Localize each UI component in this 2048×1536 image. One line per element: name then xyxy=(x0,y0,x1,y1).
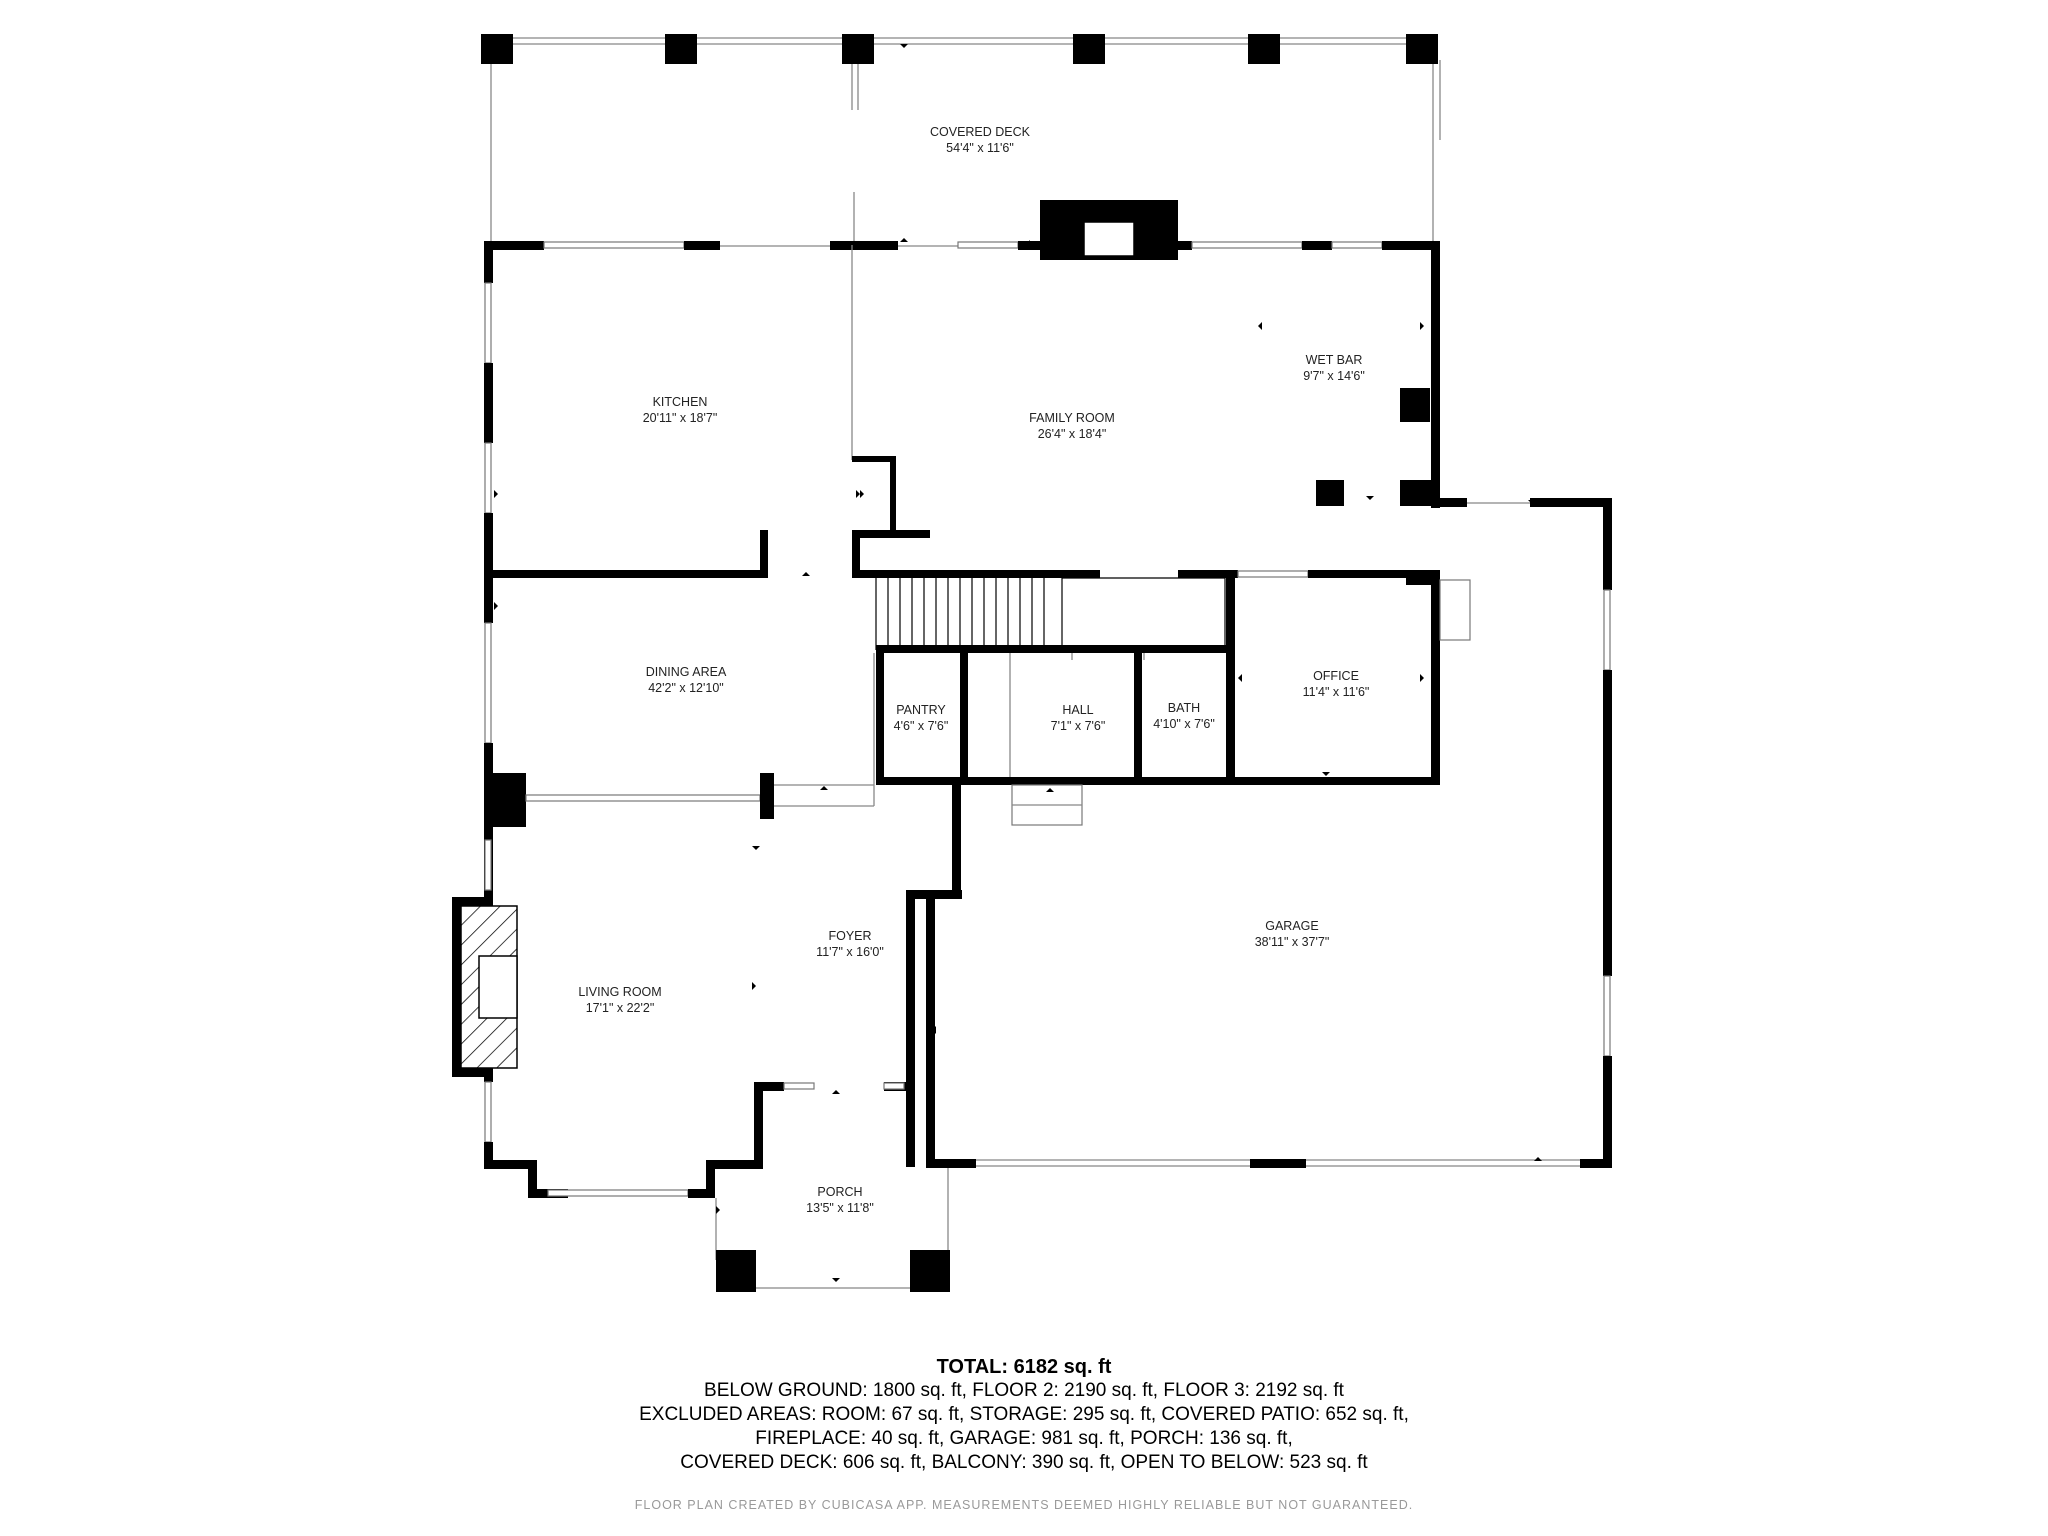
garage-structure xyxy=(926,498,1612,1168)
area-breakdown-line-2: EXCLUDED AREAS: ROOM: 67 sq. ft, STORAGE… xyxy=(639,1404,1409,1425)
fireplace-family-room xyxy=(1040,200,1178,260)
room-size-bath: 4'10" x 7'6" xyxy=(1153,717,1215,731)
area-breakdown-line-4: COVERED DECK: 606 sq. ft, BALCONY: 390 s… xyxy=(680,1452,1368,1473)
walls-core xyxy=(484,575,1471,827)
fireplace-living-room xyxy=(460,905,518,1069)
room-size-garage: 38'11" x 37'7" xyxy=(1255,935,1330,949)
room-size-dining-area: 42'2" x 12'10" xyxy=(648,681,724,695)
room-name-covered-deck: COVERED DECK xyxy=(930,125,1031,139)
walls-lower xyxy=(452,785,961,1198)
room-name-dining-area: DINING AREA xyxy=(646,665,727,679)
room-size-wet-bar: 9'7" x 14'6" xyxy=(1303,369,1365,383)
room-name-pantry: PANTRY xyxy=(896,703,946,717)
door-markers xyxy=(494,44,1542,1282)
room-name-bath: BATH xyxy=(1168,701,1200,715)
staircase xyxy=(875,577,1226,651)
room-size-family-room: 26'4" x 18'4" xyxy=(1038,427,1107,441)
room-size-pantry: 4'6" x 7'6" xyxy=(894,719,949,733)
covered-deck-structure xyxy=(481,34,1441,245)
room-size-living-room: 17'1" x 22'2" xyxy=(586,1001,655,1015)
disclaimer: FLOOR PLAN CREATED BY CUBICASA APP. MEAS… xyxy=(634,1498,1414,1512)
room-size-covered-deck: 54'4" x 11'6" xyxy=(946,141,1014,155)
area-summary: TOTAL: 6182 sq. ft BELOW GROUND: 1800 sq… xyxy=(424,1355,1624,1475)
room-size-kitchen: 20'11" x 18'7" xyxy=(643,411,718,425)
room-size-porch: 13'5" x 11'8" xyxy=(806,1201,874,1215)
room-labels: COVERED DECK 54'4" x 11'6" KITCHEN 20'11… xyxy=(578,125,1369,1215)
room-name-foyer: FOYER xyxy=(828,929,871,943)
room-size-office: 11'4" x 11'6" xyxy=(1303,685,1370,699)
room-name-living-room: LIVING ROOM xyxy=(578,985,661,999)
room-name-family-room: FAMILY ROOM xyxy=(1029,411,1115,425)
room-name-porch: PORCH xyxy=(817,1185,862,1199)
room-name-hall: HALL xyxy=(1062,703,1093,717)
room-size-hall: 7'1" x 7'6" xyxy=(1051,719,1106,733)
room-name-kitchen: KITCHEN xyxy=(653,395,708,409)
total-area: TOTAL: 6182 sq. ft xyxy=(936,1356,1112,1378)
room-size-foyer: 11'7" x 16'0" xyxy=(816,945,884,959)
room-name-garage: GARAGE xyxy=(1265,919,1319,933)
area-breakdown-line-1: BELOW GROUND: 1800 sq. ft, FLOOR 2: 2190… xyxy=(704,1380,1344,1401)
area-breakdown-line-3: FIREPLACE: 40 sq. ft, GARAGE: 981 sq. ft… xyxy=(755,1428,1293,1449)
room-name-wet-bar: WET BAR xyxy=(1306,353,1363,367)
room-name-office: OFFICE xyxy=(1313,669,1359,683)
